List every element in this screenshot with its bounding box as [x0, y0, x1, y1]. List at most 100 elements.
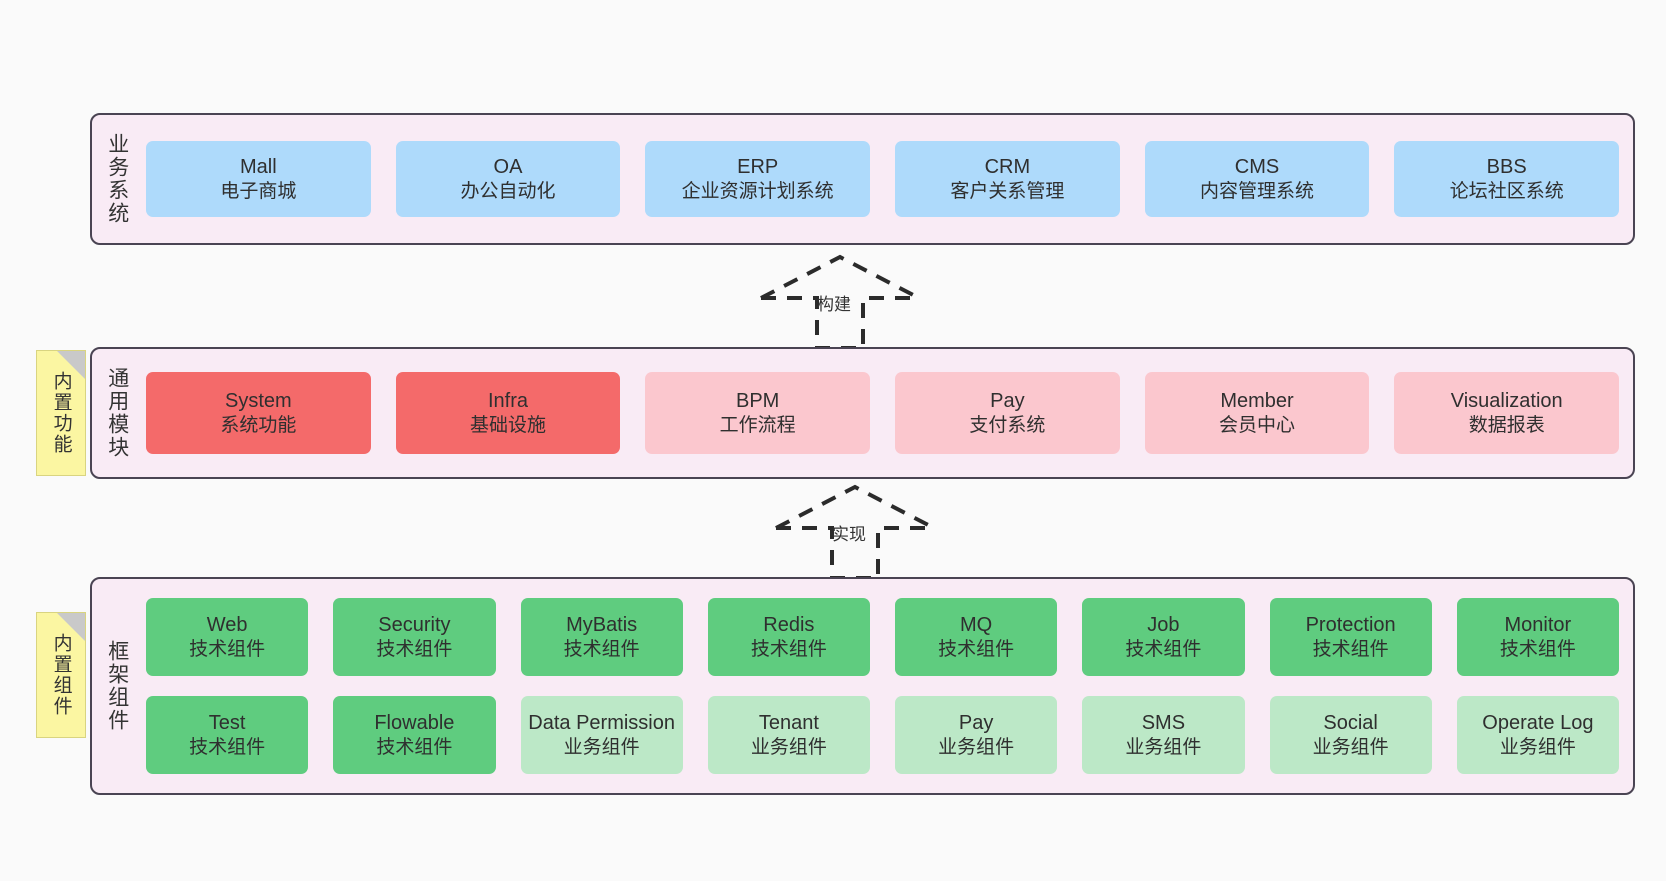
card-title-cn: 论坛社区系统: [1449, 180, 1564, 202]
card-system[interactable]: System 系统功能: [146, 372, 371, 454]
card-title-en: MyBatis: [566, 613, 638, 636]
card-title-cn: 企业资源计划系统: [681, 180, 834, 202]
card-title-en: ERP: [737, 155, 779, 178]
card-data-permission[interactable]: Data Permission 业务组件: [520, 696, 683, 774]
card-mybatis[interactable]: MyBatis 技术组件: [520, 598, 683, 676]
card-title-en: System: [224, 389, 292, 412]
layer-title-common-module: 通用模块: [105, 367, 129, 459]
card-title-en: Tenant: [758, 711, 819, 734]
card-sms[interactable]: SMS 业务组件: [1082, 696, 1245, 774]
card-social[interactable]: Social 业务组件: [1269, 696, 1432, 774]
card-title-en: Operate Log: [1482, 711, 1594, 734]
sticky-note-builtin-component[interactable]: 内置组件: [36, 612, 86, 738]
card-title-cn: 技术组件: [189, 638, 266, 660]
card-title-cn: 业务组件: [750, 736, 827, 758]
card-title-cn: 技术组件: [189, 736, 266, 758]
card-row: Mall 电子商城 OA 办公自动化 ERP 企业资源计划系统 CRM 客户关系…: [146, 141, 1620, 217]
card-title-cn: 技术组件: [563, 638, 640, 660]
card-redis[interactable]: Redis 技术组件: [707, 598, 870, 676]
card-bpm[interactable]: BPM 工作流程: [645, 372, 871, 454]
card-visualization[interactable]: Visualization 数据报表: [1394, 372, 1620, 454]
card-title-cn: 电子商城: [220, 180, 297, 202]
layer-common-module[interactable]: 通用模块 System 系统功能 Infra 基础设施 BPM 工作流程 Pay…: [90, 347, 1635, 479]
connector-build: 构建: [755, 252, 925, 352]
card-title-en: MQ: [960, 613, 993, 636]
card-title-cn: 技术组件: [1125, 638, 1202, 660]
card-title-cn: 技术组件: [1312, 638, 1389, 660]
card-title-en: Data Permission: [528, 711, 675, 734]
card-protection[interactable]: Protection 技术组件: [1269, 598, 1432, 676]
card-title-en: Member: [1220, 389, 1294, 412]
card-monitor[interactable]: Monitor 技术组件: [1456, 598, 1619, 676]
card-row: Test 技术组件 Flowable 技术组件 Data Permission …: [146, 696, 1619, 774]
card-title-en: Pay: [958, 711, 994, 734]
card-title-cn: 基础设施: [470, 414, 547, 436]
card-bbs[interactable]: BBS 论坛社区系统: [1394, 141, 1620, 217]
card-title-en: Test: [208, 711, 246, 734]
card-title-cn: 内容管理系统: [1200, 180, 1315, 202]
card-mq[interactable]: MQ 技术组件: [895, 598, 1058, 676]
card-pay-component[interactable]: Pay 业务组件: [895, 696, 1058, 774]
card-title-cn: 技术组件: [376, 736, 453, 758]
card-web[interactable]: Web 技术组件: [146, 598, 309, 676]
card-title-en: OA: [493, 155, 523, 178]
card-title-cn: 会员中心: [1219, 414, 1296, 436]
card-title-cn: 系统功能: [220, 414, 297, 436]
card-title-cn: 业务组件: [1125, 736, 1202, 758]
card-title-cn: 业务组件: [1312, 736, 1389, 758]
sticky-note-label: 内置组件: [50, 633, 72, 717]
dashed-arrow-up-icon: [760, 254, 920, 350]
card-title-cn: 数据报表: [1468, 414, 1545, 436]
sticky-note-label: 内置功能: [50, 371, 72, 455]
card-title-en: Flowable: [374, 711, 455, 734]
card-title-cn: 工作流程: [719, 414, 796, 436]
card-operate-log[interactable]: Operate Log 业务组件: [1456, 696, 1619, 774]
card-title-cn: 客户关系管理: [950, 180, 1065, 202]
card-title-en: Security: [378, 613, 451, 636]
card-title-cn: 技术组件: [1499, 638, 1576, 660]
card-test[interactable]: Test 技术组件: [146, 696, 309, 774]
card-security[interactable]: Security 技术组件: [333, 598, 496, 676]
card-row: System 系统功能 Infra 基础设施 BPM 工作流程 Pay 支付系统…: [146, 372, 1620, 454]
card-title-en: Job: [1147, 613, 1180, 636]
card-title-cn: 办公自动化: [460, 180, 556, 202]
card-title-en: CMS: [1234, 155, 1280, 178]
layer-business-system[interactable]: 业务系统 Mall 电子商城 OA 办公自动化 ERP 企业资源计划系统 CRM…: [90, 113, 1635, 245]
card-title-cn: 业务组件: [938, 736, 1015, 758]
card-title-cn: 技术组件: [938, 638, 1015, 660]
sticky-note-builtin-function[interactable]: 内置功能: [36, 350, 86, 476]
connector-label-realize: 实现: [832, 525, 866, 544]
card-title-en: Infra: [487, 389, 529, 412]
card-title-en: BBS: [1486, 155, 1527, 178]
card-title-en: SMS: [1141, 711, 1186, 734]
card-erp[interactable]: ERP 企业资源计划系统: [645, 141, 871, 217]
card-title-en: BPM: [736, 389, 780, 412]
layer-title-framework-component: 框架组件: [105, 640, 129, 732]
card-title-en: Social: [1323, 711, 1378, 734]
card-mall[interactable]: Mall 电子商城: [146, 141, 371, 217]
card-pay-module[interactable]: Pay 支付系统: [895, 372, 1120, 454]
card-oa[interactable]: OA 办公自动化: [395, 141, 621, 217]
card-cms[interactable]: CMS 内容管理系统: [1144, 141, 1370, 217]
card-title-cn: 技术组件: [750, 638, 827, 660]
card-title-en: CRM: [984, 155, 1031, 178]
card-tenant[interactable]: Tenant 业务组件: [707, 696, 870, 774]
layer-body-business-system: Mall 电子商城 OA 办公自动化 ERP 企业资源计划系统 CRM 客户关系…: [142, 115, 1633, 243]
connector-label-build: 构建: [817, 295, 851, 314]
layer-title-business-system: 业务系统: [105, 133, 129, 225]
card-member[interactable]: Member 会员中心: [1144, 372, 1370, 454]
layer-framework-component[interactable]: 框架组件 Web 技术组件 Security 技术组件 MyBatis 技术组件…: [90, 577, 1635, 795]
card-title-en: Pay: [990, 389, 1025, 412]
card-flowable[interactable]: Flowable 技术组件: [333, 696, 496, 774]
dashed-arrow-up-icon: [775, 484, 935, 580]
card-title-en: Web: [206, 613, 248, 636]
layer-body-framework-component: Web 技术组件 Security 技术组件 MyBatis 技术组件 Redi…: [142, 579, 1633, 793]
card-title-cn: 业务组件: [1499, 736, 1576, 758]
card-infra[interactable]: Infra 基础设施: [395, 372, 621, 454]
card-title-en: Protection: [1305, 613, 1396, 636]
card-crm[interactable]: CRM 客户关系管理: [895, 141, 1120, 217]
card-row: Web 技术组件 Security 技术组件 MyBatis 技术组件 Redi…: [146, 598, 1619, 676]
card-job[interactable]: Job 技术组件: [1082, 598, 1245, 676]
connector-realize: 实现: [770, 482, 940, 582]
